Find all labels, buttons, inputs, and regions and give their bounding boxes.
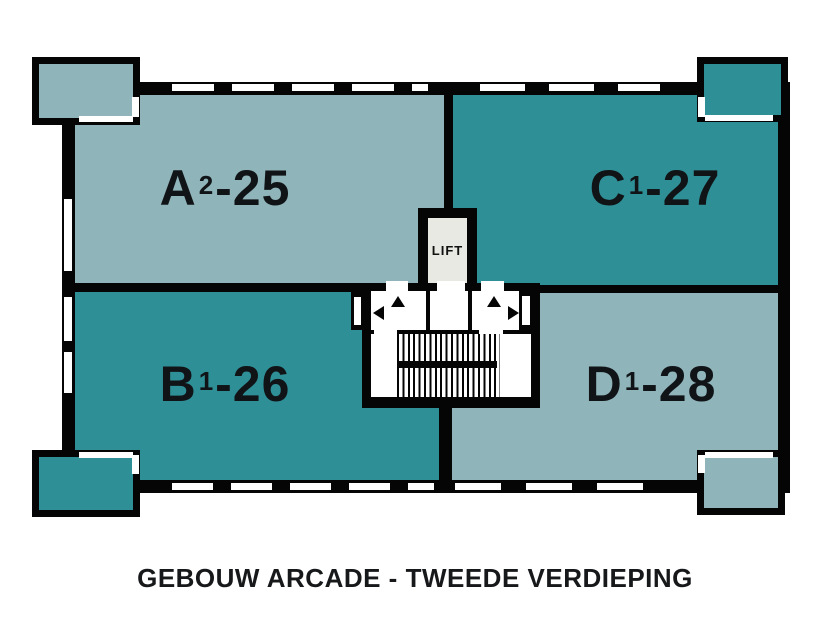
unit-superscript: 1 xyxy=(628,170,645,201)
balcony-top-right xyxy=(697,57,788,122)
window-strip-bottom-left xyxy=(172,483,434,490)
unit-label-d28: D1-28 xyxy=(586,355,717,413)
unit-number: -25 xyxy=(215,160,291,216)
unit-letter: A xyxy=(159,160,197,216)
unit-number: -26 xyxy=(215,356,291,412)
unit-letter: B xyxy=(159,356,197,412)
floor-plan-caption: GEBOUW ARCADE - TWEEDE VERDIEPING xyxy=(137,563,693,593)
unit-letter: C xyxy=(589,160,627,216)
unit-superscript: 2 xyxy=(198,170,215,201)
unit-label-a25: A2-25 xyxy=(160,159,291,217)
lift-cabin: LIFT xyxy=(428,218,467,283)
balcony-top-left xyxy=(32,57,140,125)
door-arrow-east-icon xyxy=(508,306,519,320)
balcony-window-bottom-right xyxy=(705,452,773,458)
door-arrow-up-left-icon xyxy=(391,296,405,307)
door-arrow-west-icon xyxy=(373,306,384,320)
stair-handrail xyxy=(397,361,497,368)
unit-superscript: 1 xyxy=(198,366,215,397)
unit-region-a25 xyxy=(75,95,444,283)
door-opening-top-right xyxy=(481,281,504,291)
unit-region-c27 xyxy=(453,95,778,285)
window-strip-top-right xyxy=(480,84,660,91)
balcony-door-top-left xyxy=(132,97,139,117)
unit-number: -28 xyxy=(641,356,717,412)
window-strip-top-left xyxy=(172,84,428,91)
window-strip-left-upper xyxy=(64,199,72,271)
unit-label-c27: C1-27 xyxy=(590,159,721,217)
door-arrow-up-right-icon xyxy=(487,296,501,307)
balcony-window-bottom-left xyxy=(79,452,133,458)
stair-access-right xyxy=(479,326,503,336)
stair-landing-middle xyxy=(430,291,468,330)
window-strip-left-lower xyxy=(64,297,72,393)
door-opening-east xyxy=(522,296,530,325)
lift-door-opening xyxy=(437,281,465,292)
balcony-window-top-right xyxy=(705,115,773,121)
door-opening-west xyxy=(354,297,361,325)
balcony-window-top-left xyxy=(79,116,133,122)
stair-access-left xyxy=(374,326,397,336)
unit-label-b26: B1-26 xyxy=(160,355,291,413)
balcony-door-top-right xyxy=(698,97,705,117)
unit-letter: D xyxy=(585,356,623,412)
balcony-door-bottom-right xyxy=(698,455,705,473)
balcony-door-bottom-left xyxy=(132,455,139,474)
unit-number: -27 xyxy=(645,160,721,216)
lift-label: LIFT xyxy=(431,243,464,258)
window-strip-bottom-right xyxy=(455,483,658,490)
balcony-bottom-right xyxy=(697,450,785,515)
balcony-bottom-left xyxy=(32,450,140,517)
door-opening-top-left xyxy=(386,281,408,291)
unit-superscript: 1 xyxy=(624,366,641,397)
